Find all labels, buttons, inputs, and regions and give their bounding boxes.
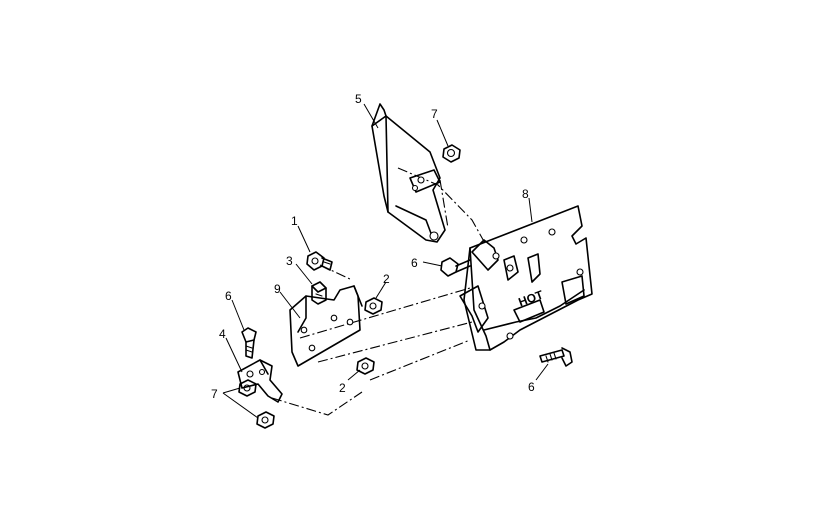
callout-8: 8 <box>522 187 529 201</box>
nut-part-2-lower <box>356 357 375 375</box>
callout-6-upper: 6 <box>411 256 418 270</box>
middle-plate-part-9 <box>289 285 363 367</box>
callout-1: 1 <box>291 214 298 228</box>
callout-7-lower: 7 <box>211 387 218 401</box>
callout-4: 4 <box>219 327 226 341</box>
callout-5: 5 <box>355 92 362 106</box>
assembly-lines <box>271 167 487 416</box>
callout-3: 3 <box>286 254 293 268</box>
small-bracket-part-4 <box>237 359 283 403</box>
callout-9: 9 <box>274 282 281 296</box>
bolt-part-3 <box>311 281 327 305</box>
callout-2-lower: 2 <box>339 381 346 395</box>
nut-part-2-upper <box>364 297 383 315</box>
callout-7-upper: 7 <box>431 107 438 121</box>
bolt-part-6-upper <box>440 257 471 277</box>
leader-lines <box>222 103 549 419</box>
callout-6-right: 6 <box>528 380 535 394</box>
callout-labels: 5 7 8 1 3 6 2 9 6 4 2 7 6 <box>211 92 535 401</box>
bolt-part-6-right <box>539 347 573 367</box>
upper-bracket-part-5 <box>371 103 446 243</box>
main-bracket-part-8: HOT <box>459 205 593 351</box>
bolt-part-1 <box>306 251 333 271</box>
upper-nut-part-7 <box>442 144 461 163</box>
nut-part-7-lower-right <box>256 411 275 429</box>
bolt-part-6-left <box>241 327 257 359</box>
callout-2-upper: 2 <box>383 272 390 286</box>
callout-6-left: 6 <box>225 289 232 303</box>
nut-part-7-lower-left <box>238 379 257 397</box>
